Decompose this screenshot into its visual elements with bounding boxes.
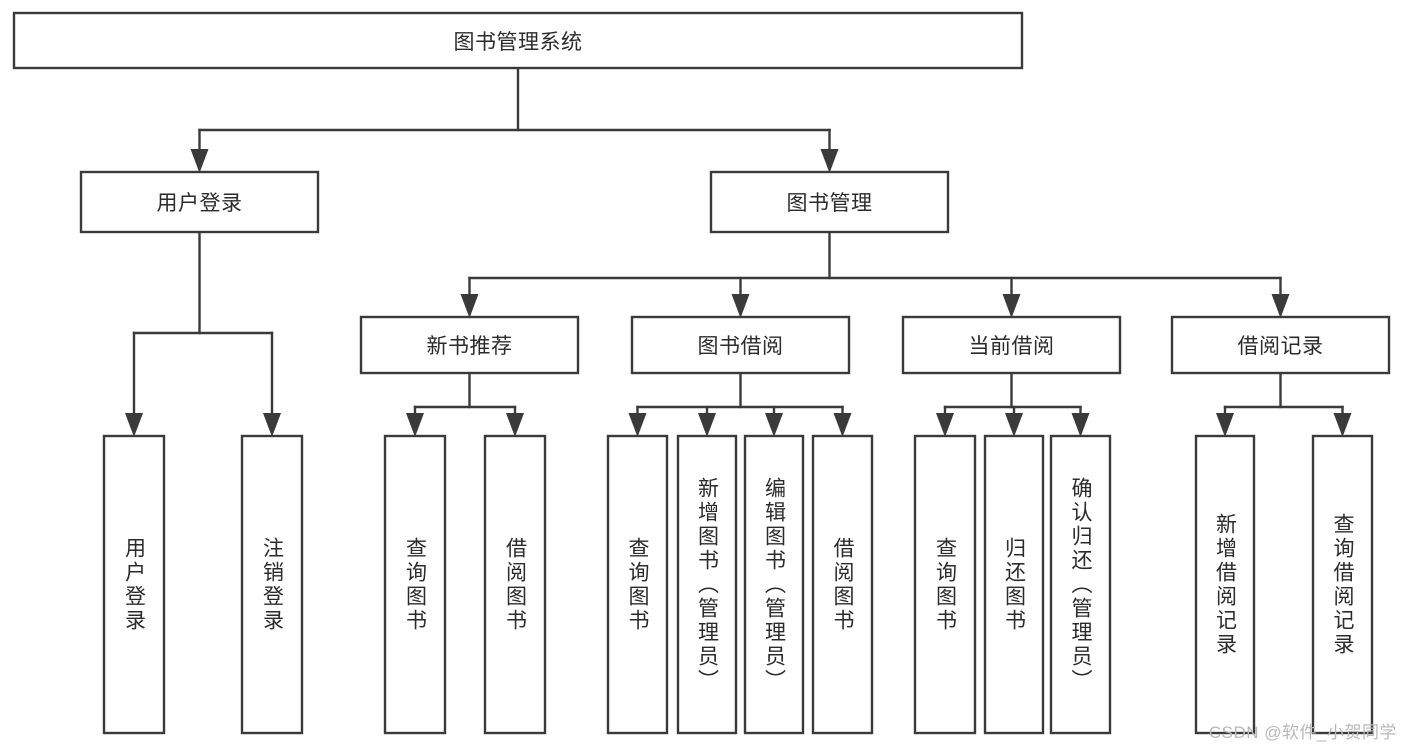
- arrow-head-icon: [263, 413, 281, 437]
- arrow-head-icon: [1333, 413, 1352, 437]
- arrow-head-icon: [460, 294, 479, 318]
- node-box-leaf-add-borrow-record: [1194, 434, 1256, 735]
- connectors-layer: [125, 66, 1352, 437]
- arrow-head-icon: [406, 413, 424, 437]
- arrow-head-icon: [765, 413, 783, 437]
- arrow-head-icon: [820, 149, 839, 173]
- arrow-head-icon: [1271, 294, 1290, 318]
- node-box-new-book-recommend: [359, 315, 580, 375]
- node-box-current-borrow: [901, 315, 1122, 375]
- node-box-leaf-edit-book: [743, 434, 805, 735]
- node-box-book-borrow: [630, 315, 851, 375]
- node-box-leaf-borrow-book: [811, 434, 874, 735]
- arrow-head-icon: [833, 413, 852, 437]
- node-box-leaf-query-borrow-record: [1311, 434, 1374, 735]
- arrow-head-icon: [1071, 413, 1090, 437]
- node-box-leaf-add-book: [676, 434, 738, 735]
- arrow-head-icon: [1005, 413, 1023, 437]
- nodes-layer: [12, 11, 1391, 735]
- arrow-head-icon: [1002, 294, 1021, 318]
- node-box-leaf-query-book-recommend: [383, 434, 447, 735]
- arrow-head-icon: [506, 413, 524, 437]
- node-box-leaf-confirm-return: [1049, 434, 1112, 735]
- node-box-leaf-user-logout: [240, 434, 304, 735]
- arrow-head-icon: [125, 413, 143, 437]
- arrow-head-icon: [190, 149, 209, 173]
- arrow-head-icon: [1216, 413, 1234, 437]
- arrow-head-icon: [628, 413, 647, 437]
- arrow-head-icon: [698, 413, 716, 437]
- node-box-leaf-return-book: [983, 434, 1045, 735]
- node-box-user-login: [79, 170, 320, 234]
- node-box-leaf-borrow-book-recommend: [483, 434, 547, 735]
- arrow-head-icon: [731, 294, 750, 318]
- node-box-leaf-query-book-current: [913, 434, 977, 735]
- node-box-leaf-user-login: [102, 434, 166, 735]
- node-box-borrow-record: [1170, 315, 1391, 375]
- arrow-head-icon: [936, 413, 954, 437]
- node-box-root: [12, 11, 1024, 70]
- node-box-book-management: [709, 170, 950, 234]
- node-box-leaf-query-book-borrow: [606, 434, 669, 735]
